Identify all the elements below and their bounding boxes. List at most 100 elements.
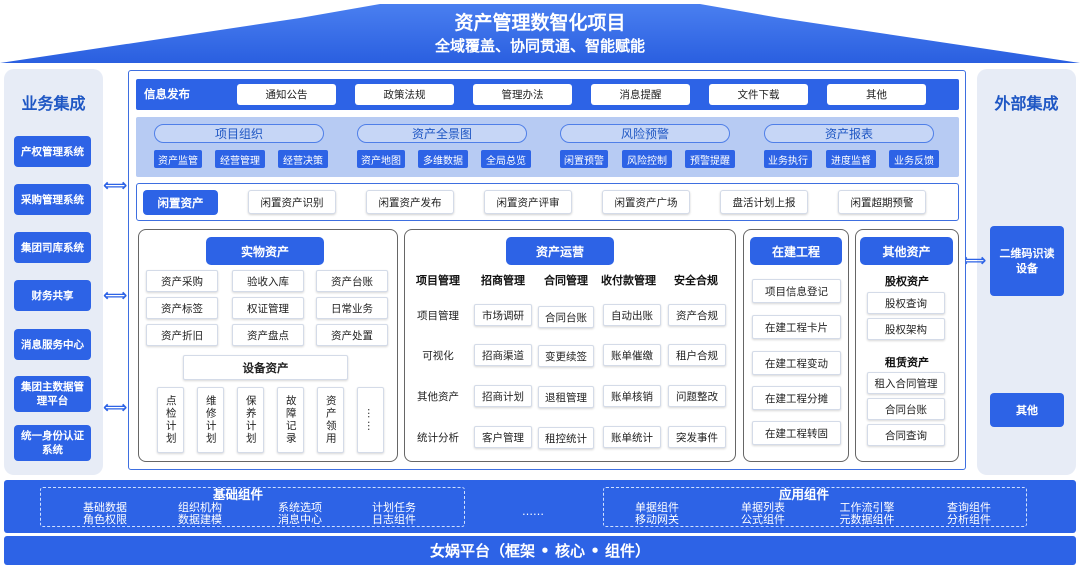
ops-cell[interactable]: 突发事件 (668, 426, 726, 448)
equity-cell[interactable]: 股权查询 (867, 292, 945, 314)
physical-cell[interactable]: 验收入库 (232, 270, 304, 292)
group-2-item-1[interactable]: 风险控制 (622, 150, 672, 168)
equipment-cell[interactable]: 保养计划 (237, 387, 264, 453)
ops-cell[interactable]: 账单催缴 (603, 344, 661, 366)
idle-item-2[interactable]: 闲置资产评审 (484, 190, 572, 214)
ops-column-head: 收付款管理 (601, 274, 656, 287)
physical-cell[interactable]: 日常业务 (316, 297, 388, 319)
info-item-1[interactable]: 政策法规 (355, 84, 454, 105)
left-item-2[interactable]: 集团司库系统 (14, 232, 91, 263)
ops-cell[interactable]: 客户管理 (474, 426, 532, 448)
ops-cell[interactable]: 退租管理 (538, 386, 594, 408)
construction-cell[interactable]: 在建工程分摊 (752, 386, 841, 410)
application-item: 查询组件分析组件 (924, 502, 1014, 526)
lease-assets-title: 租赁资产 (885, 356, 929, 369)
ops-cell[interactable]: 问题整改 (668, 385, 726, 407)
foundation-item-line: 基础数据 (83, 501, 127, 514)
left-panel-title: 业务集成 (21, 94, 86, 113)
ops-cell[interactable]: 项目管理 (410, 304, 466, 326)
left-item-1[interactable]: 采购管理系统 (14, 184, 91, 215)
info-item-3[interactable]: 消息提醒 (591, 84, 690, 105)
info-item-0[interactable]: 通知公告 (237, 84, 336, 105)
application-item-line: 分析组件 (947, 513, 991, 526)
ops-cell[interactable]: 租户合规 (668, 344, 726, 366)
group-2-item-2[interactable]: 预警提醒 (685, 150, 735, 168)
foundation-item: 系统选项消息中心 (255, 502, 345, 526)
construction-title: 在建工程 (750, 237, 842, 265)
ops-cell[interactable]: 统计分析 (410, 426, 466, 448)
physical-cell[interactable]: 资产盘点 (232, 324, 304, 346)
construction-cell[interactable]: 在建工程转固 (752, 421, 841, 445)
group-1-item-0[interactable]: 资产地图 (357, 150, 405, 168)
lease-cell[interactable]: 合同查询 (867, 424, 945, 446)
physical-cell[interactable]: 资产标签 (146, 297, 218, 319)
group-title-3: 资产报表 (764, 124, 934, 143)
equipment-cell[interactable]: 故障记录 (277, 387, 304, 453)
ops-column-head: 合同管理 (544, 274, 588, 287)
idle-item-0[interactable]: 闲置资产识别 (248, 190, 336, 214)
ops-cell[interactable]: 租控统计 (538, 427, 594, 449)
physical-cell[interactable]: 权证管理 (232, 297, 304, 319)
idle-item-1[interactable]: 闲置资产发布 (366, 190, 454, 214)
equipment-cell[interactable]: 点检计划 (157, 387, 184, 453)
idle-item-4[interactable]: 盘活计划上报 (720, 190, 808, 214)
ops-cell[interactable]: 账单核销 (603, 385, 661, 407)
foundation-item-line: 数据建模 (178, 513, 222, 526)
left-item-5[interactable]: 集团主数据管理平台 (14, 376, 91, 412)
left-item-4[interactable]: 消息服务中心 (14, 329, 91, 360)
physical-cell[interactable]: 资产处置 (316, 324, 388, 346)
info-bar-label: 信息发布 (144, 87, 190, 101)
lease-cell[interactable]: 合同台账 (867, 398, 945, 420)
group-2-item-0[interactable]: 闲置预警 (560, 150, 608, 168)
idle-item-5[interactable]: 闲置超期预警 (838, 190, 926, 214)
left-item-6[interactable]: 统一身份认证系统 (14, 425, 91, 461)
ops-cell[interactable]: 账单统计 (603, 426, 661, 448)
application-item-line: 工作流引擎 (839, 501, 895, 514)
group-0-item-0[interactable]: 资产监管 (154, 150, 202, 168)
group-3-item-0[interactable]: 业务执行 (764, 150, 812, 168)
ops-cell[interactable]: 招商渠道 (474, 344, 532, 366)
physical-cell[interactable]: 资产折旧 (146, 324, 218, 346)
ops-cell[interactable]: 资产合规 (668, 304, 726, 326)
ops-cell[interactable]: 变更续签 (538, 345, 594, 367)
info-item-4[interactable]: 文件下载 (709, 84, 808, 105)
construction-cell[interactable]: 项目信息登记 (752, 279, 841, 303)
left-item-3[interactable]: 财务共享 (14, 280, 91, 311)
idle-item-3[interactable]: 闲置资产广场 (602, 190, 690, 214)
physical-cell[interactable]: 资产采购 (146, 270, 218, 292)
equipment-cell-label: 点检计划 (164, 395, 177, 445)
group-1-item-1[interactable]: 多维数据 (418, 150, 468, 168)
ops-cell[interactable]: 合同台账 (538, 306, 594, 328)
construction-cell[interactable]: 在建工程卡片 (752, 315, 841, 339)
equipment-cell[interactable]: …… (357, 387, 384, 453)
ops-cell[interactable]: 自动出账 (603, 304, 661, 326)
equity-cell[interactable]: 股权架构 (867, 318, 945, 340)
info-item-5[interactable]: 其他 (827, 84, 926, 105)
ops-cell[interactable]: 可视化 (410, 344, 466, 366)
left-item-0[interactable]: 产权管理系统 (14, 136, 91, 167)
group-title-0: 项目组织 (154, 124, 324, 143)
foundation-item: 基础数据角色权限 (60, 502, 150, 526)
application-components-title: 应用组件 (779, 487, 830, 502)
ops-cell[interactable]: 市场调研 (474, 304, 532, 326)
roof-banner (0, 4, 1080, 63)
application-item-line: 元数据组件 (839, 513, 895, 526)
group-0-item-1[interactable]: 经营管理 (215, 150, 265, 168)
idle-assets-title: 闲置资产 (143, 190, 218, 215)
group-3-item-1[interactable]: 进度监督 (826, 150, 876, 168)
physical-cell[interactable]: 资产台账 (316, 270, 388, 292)
ops-cell[interactable]: 招商计划 (474, 385, 532, 407)
lease-cell[interactable]: 租入合同管理 (867, 372, 945, 394)
group-3-item-2[interactable]: 业务反馈 (889, 150, 939, 168)
right-item-0[interactable]: 二维码识读设备 (990, 226, 1064, 296)
ops-cell[interactable]: 其他资产 (410, 385, 466, 407)
group-0-item-2[interactable]: 经营决策 (278, 150, 328, 168)
asset-operations-title: 资产运营 (506, 237, 614, 265)
group-1-item-2[interactable]: 全局总览 (481, 150, 531, 168)
right-item-1[interactable]: 其他 (990, 393, 1064, 427)
foundation-item-line: 系统选项 (278, 501, 322, 514)
info-item-2[interactable]: 管理办法 (473, 84, 572, 105)
equipment-cell[interactable]: 资产领用 (317, 387, 344, 453)
equipment-cell[interactable]: 维修计划 (197, 387, 224, 453)
construction-cell[interactable]: 在建工程变动 (752, 351, 841, 375)
